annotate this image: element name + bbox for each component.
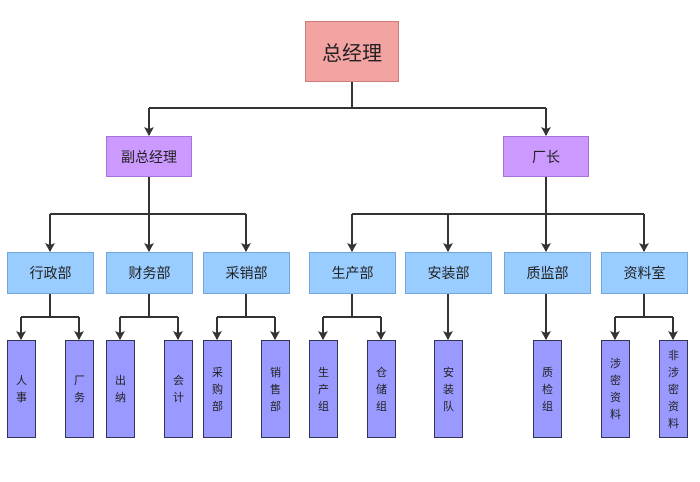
dept-archives: 资料室 — [601, 252, 688, 294]
unit-production-group-label: 生产组 — [318, 365, 329, 413]
node-factory-director: 厂长 — [503, 136, 589, 177]
dept-procurement-sales-label: 采销部 — [225, 266, 268, 282]
node-general-manager: 总经理 — [305, 21, 399, 82]
unit-non-classified-documents: 非涉密资料 — [659, 340, 688, 438]
unit-accounting: 会计 — [164, 340, 193, 438]
unit-warehouse-group-label: 仓储组 — [376, 365, 387, 413]
unit-cashier-label: 出纳 — [115, 374, 126, 404]
dept-installation-label: 安装部 — [427, 266, 470, 282]
unit-factory-affairs-label: 厂务 — [74, 374, 85, 404]
unit-classified-documents-label: 涉密资料 — [610, 357, 621, 421]
node-deputy-general-manager: 副总经理 — [106, 136, 192, 177]
unit-quality-inspection: 质检组 — [533, 340, 562, 438]
dept-installation: 安装部 — [405, 252, 492, 294]
unit-personnel-label: 人事 — [16, 374, 27, 404]
dept-quality-supervision: 质监部 — [504, 252, 591, 294]
dept-finance-label: 财务部 — [128, 266, 171, 282]
node-deputy-general-manager-label: 副总经理 — [121, 149, 177, 166]
unit-sales-label: 销售部 — [270, 365, 281, 413]
unit-warehouse-group: 仓储组 — [367, 340, 396, 438]
dept-production-label: 生产部 — [331, 266, 374, 282]
dept-production: 生产部 — [309, 252, 396, 294]
unit-non-classified-documents-label: 非涉密资料 — [668, 348, 679, 430]
unit-installation-team-label: 安装队 — [443, 365, 454, 413]
dept-quality-supervision-label: 质监部 — [526, 266, 569, 282]
unit-cashier: 出纳 — [106, 340, 135, 438]
unit-quality-inspection-label: 质检组 — [542, 365, 553, 413]
unit-classified-documents: 涉密资料 — [601, 340, 630, 438]
unit-purchasing-label: 采购部 — [212, 365, 223, 413]
dept-administration-label: 行政部 — [29, 266, 72, 282]
dept-finance: 财务部 — [106, 252, 193, 294]
node-general-manager-label: 总经理 — [322, 41, 382, 65]
node-factory-director-label: 厂长 — [532, 149, 560, 166]
unit-sales: 销售部 — [261, 340, 290, 438]
unit-purchasing: 采购部 — [203, 340, 232, 438]
dept-administration: 行政部 — [7, 252, 94, 294]
unit-accounting-label: 会计 — [173, 374, 184, 404]
unit-production-group: 生产组 — [309, 340, 338, 438]
dept-archives-label: 资料室 — [623, 266, 666, 282]
unit-personnel: 人事 — [7, 340, 36, 438]
unit-installation-team: 安装队 — [434, 340, 463, 438]
dept-procurement-sales: 采销部 — [203, 252, 290, 294]
unit-factory-affairs: 厂务 — [65, 340, 94, 438]
